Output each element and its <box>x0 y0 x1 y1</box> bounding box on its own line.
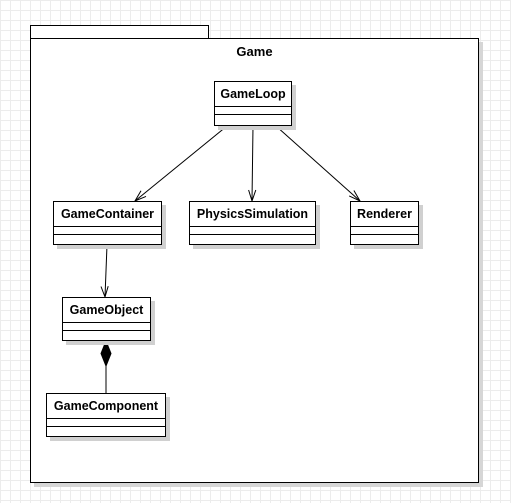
class-operations <box>54 235 161 242</box>
class-name: Renderer <box>351 202 418 227</box>
class-name: PhysicsSimulation <box>190 202 315 227</box>
class-gameobject[interactable]: GameObject <box>62 297 151 341</box>
class-operations <box>47 427 165 434</box>
class-gameloop[interactable]: GameLoop <box>214 81 292 126</box>
package-shadow <box>479 42 483 487</box>
class-name: GameObject <box>63 298 150 323</box>
package-tab <box>30 25 209 39</box>
class-name: GameComponent <box>47 394 165 419</box>
class-attributes <box>215 107 291 115</box>
class-attributes <box>190 227 315 235</box>
class-name: GameLoop <box>215 82 291 107</box>
class-attributes <box>351 227 418 235</box>
class-attributes <box>63 323 150 331</box>
class-operations <box>190 235 315 242</box>
class-physicssimulation[interactable]: PhysicsSimulation <box>189 201 316 245</box>
class-name: GameContainer <box>54 202 161 227</box>
class-operations <box>215 115 291 122</box>
class-renderer[interactable]: Renderer <box>350 201 419 245</box>
package-title: Game <box>236 44 273 59</box>
class-operations <box>351 235 418 242</box>
package-shadow-bottom <box>34 483 483 487</box>
class-gamecomponent[interactable]: GameComponent <box>46 393 166 437</box>
class-operations <box>63 331 150 338</box>
class-gamecontainer[interactable]: GameContainer <box>53 201 162 245</box>
class-attributes <box>54 227 161 235</box>
class-attributes <box>47 419 165 427</box>
